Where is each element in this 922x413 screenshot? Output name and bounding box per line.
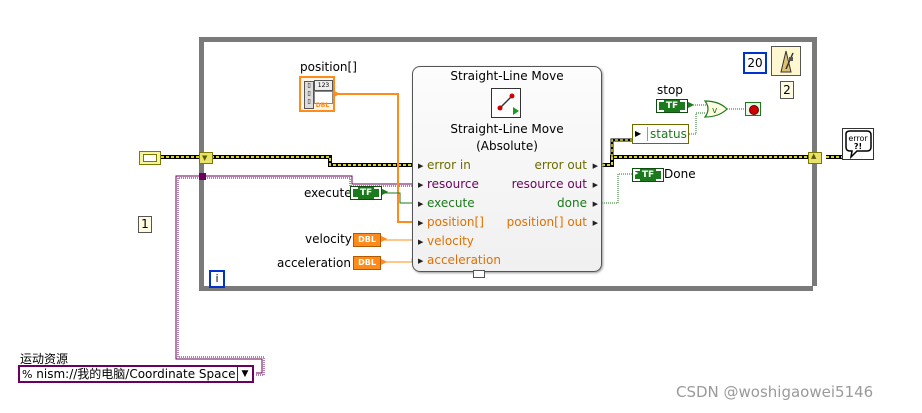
error-wire[interactable] — [161, 138, 842, 167]
term-velocity[interactable]: velocity — [427, 234, 474, 248]
status-wire[interactable] — [689, 112, 706, 135]
loop-stop-terminal[interactable] — [745, 102, 761, 116]
term-acceleration[interactable]: acceleration — [427, 253, 501, 267]
wait-timer-icon[interactable] — [771, 46, 801, 76]
array-type-label: DBL — [315, 102, 330, 109]
velocity-label: velocity — [305, 232, 352, 246]
in-arrow-4: ▶ — [418, 219, 424, 227]
in-arrow-6: ▶ — [418, 257, 424, 265]
resource-constant[interactable]: % nism://我的电脑/Coordinate Space 1 ▼ — [18, 365, 254, 383]
term-resource[interactable]: resource — [427, 177, 479, 191]
watermark: CSDN @woshigaowei5146 — [676, 383, 874, 401]
in-arrow-1: ▶ — [418, 162, 424, 170]
position-output-arrow: ▶ — [334, 89, 341, 98]
term-position[interactable]: position[] — [427, 215, 484, 229]
execute-label: execute — [304, 186, 352, 200]
outer-constant[interactable]: 1 — [138, 216, 152, 233]
position-array-control[interactable]: ▯▯▯ 123 DBL — [299, 76, 335, 112]
done-wire[interactable] — [602, 173, 632, 204]
acceleration-arrow: ▶ — [381, 257, 388, 266]
resource-wire[interactable] — [175, 175, 420, 376]
resource-dropdown-icon[interactable]: ▼ — [237, 367, 252, 381]
unbundle-status[interactable]: ▶ status — [632, 124, 689, 144]
done-label: Done — [664, 167, 696, 181]
vi-icon — [491, 88, 521, 118]
left-tunnel-arrow: ▼ — [202, 154, 208, 162]
vi-title-mid: Straight-Line Move — [450, 122, 564, 136]
term-resource-out[interactable]: resource out — [511, 177, 587, 191]
stop-arrow: ▶ — [688, 100, 695, 109]
error-in-constant-inner — [143, 154, 157, 162]
loop-count-label: 2 — [780, 81, 794, 99]
unbundle-arrow-icon: ▶ — [635, 127, 648, 141]
execute-tf-text: TF — [357, 187, 375, 199]
stop-tf-text: TF — [663, 100, 681, 112]
stop-control[interactable]: TF — [656, 99, 688, 113]
left-resource-tunnel[interactable] — [199, 173, 206, 180]
loop-corner-gap — [813, 286, 823, 296]
term-error-in[interactable]: error in — [427, 158, 471, 172]
term-done[interactable]: done — [557, 196, 587, 210]
array-element-box — [314, 91, 333, 104]
svg-text:?!: ?! — [854, 142, 862, 151]
term-execute[interactable]: execute — [427, 196, 475, 210]
array-index-value: 123 — [314, 80, 333, 91]
in-arrow-3: ▶ — [418, 200, 424, 208]
term-position-out[interactable]: position[] out — [506, 215, 587, 229]
velocity-arrow: ▶ — [381, 234, 388, 243]
execute-arrow: ▶ — [382, 187, 389, 196]
vi-title-sub: (Absolute) — [476, 139, 538, 153]
term-error-out[interactable]: error out — [534, 158, 587, 172]
done-indicator-arrow: ▶ — [633, 169, 639, 177]
velocity-control[interactable]: DBL — [353, 233, 381, 247]
vi-title-top: Straight-Line Move — [450, 69, 564, 83]
error-handler-label: error — [848, 134, 868, 143]
array-index-box: ▯▯▯ — [304, 81, 314, 109]
metronome-icon — [780, 50, 794, 73]
error-handler-icon: error ?! — [845, 130, 872, 160]
right-tunnel-arrow: ▲ — [811, 152, 817, 160]
resource-label: 运动资源 — [20, 352, 69, 366]
resource-value: nism://我的电脑/Coordinate Space 1 — [36, 367, 247, 381]
acceleration-control[interactable]: DBL — [353, 256, 381, 270]
or-gate-label: v — [712, 106, 718, 116]
wait-ms-constant[interactable]: 20 — [743, 52, 767, 74]
acceleration-label: acceleration — [277, 256, 351, 270]
line-move-icon — [497, 93, 519, 115]
stop-label: stop — [657, 83, 683, 97]
execute-wire[interactable] — [383, 192, 420, 204]
straight-line-move-vi[interactable]: Straight-Line Move Straight-Line Move (A… — [412, 66, 602, 272]
iteration-terminal[interactable]: i — [209, 270, 225, 288]
out-arrow-1: ▶ — [592, 162, 598, 170]
vi-bottom-handle[interactable] — [473, 270, 485, 278]
out-arrow-4: ▶ — [592, 219, 598, 227]
unbundle-status-label: status — [650, 127, 687, 141]
done-indicator[interactable]: TF — [632, 168, 664, 182]
position-label: position[] — [300, 60, 357, 74]
out-arrow-3: ▶ — [592, 200, 598, 208]
stop-terminal-icon — [749, 105, 759, 115]
right-error-tunnel[interactable] — [808, 152, 822, 164]
simple-error-handler[interactable]: error ?! — [842, 128, 874, 160]
left-error-tunnel[interactable] — [199, 152, 213, 164]
execute-control[interactable]: TF — [350, 186, 382, 200]
in-arrow-5: ▶ — [418, 238, 424, 246]
position-wire[interactable] — [336, 93, 420, 223]
while-loop-frame[interactable] — [199, 37, 817, 291]
done-tf-text: TF — [639, 169, 657, 181]
or-gate-icon[interactable]: v — [704, 100, 728, 118]
resource-prefix-icon: % — [22, 368, 33, 381]
out-arrow-2: ▶ — [592, 181, 598, 189]
in-arrow-2: ▶ — [418, 181, 424, 189]
